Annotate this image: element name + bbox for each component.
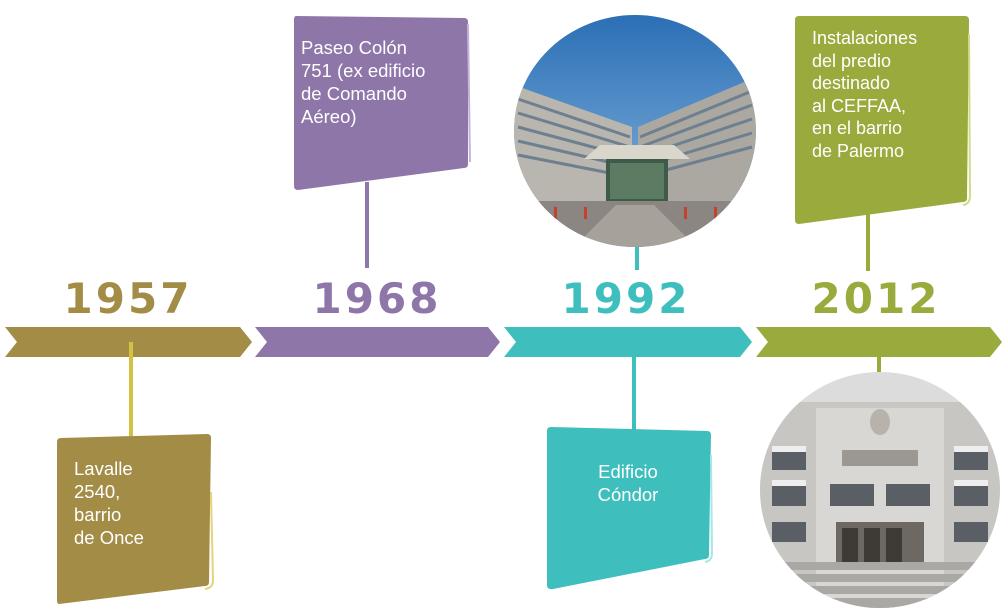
year-1957: 1957: [63, 274, 193, 323]
connector-1992-photo: [635, 246, 639, 270]
connector-1992: [632, 342, 636, 430]
card-1992-caption: Edificio Cóndor: [597, 461, 659, 505]
card-1992-shape: [547, 427, 714, 590]
connector-1957: [129, 342, 133, 440]
year-1968: 1968: [312, 274, 442, 323]
building-condor-photo: [514, 15, 756, 247]
arrow-segment-2012: [756, 327, 1002, 357]
card-1957-caption: Lavalle 2540, barrio de Once: [74, 458, 144, 548]
timeline-arrow-bar: [5, 327, 1002, 357]
arrow-segment-1992: [504, 327, 752, 357]
card-2012-caption: Instalaciones del predio destinado al CE…: [812, 28, 918, 161]
card-1968-shape: [294, 16, 471, 190]
card-1968-caption: Paseo Colón 751 (ex edificio de Comando …: [301, 37, 426, 127]
school-building-photo: [760, 372, 1000, 608]
year-2012: 2012: [811, 274, 941, 323]
card-2012-shape: [795, 16, 972, 224]
arrow-segment-1968: [255, 327, 500, 357]
arrow-segment-1957: [5, 327, 252, 357]
connector-2012: [866, 213, 870, 271]
year-1992: 1992: [561, 274, 691, 323]
card-1957-shape: [57, 434, 215, 604]
connector-2012-photo: [877, 352, 881, 376]
connector-1968: [365, 182, 369, 268]
